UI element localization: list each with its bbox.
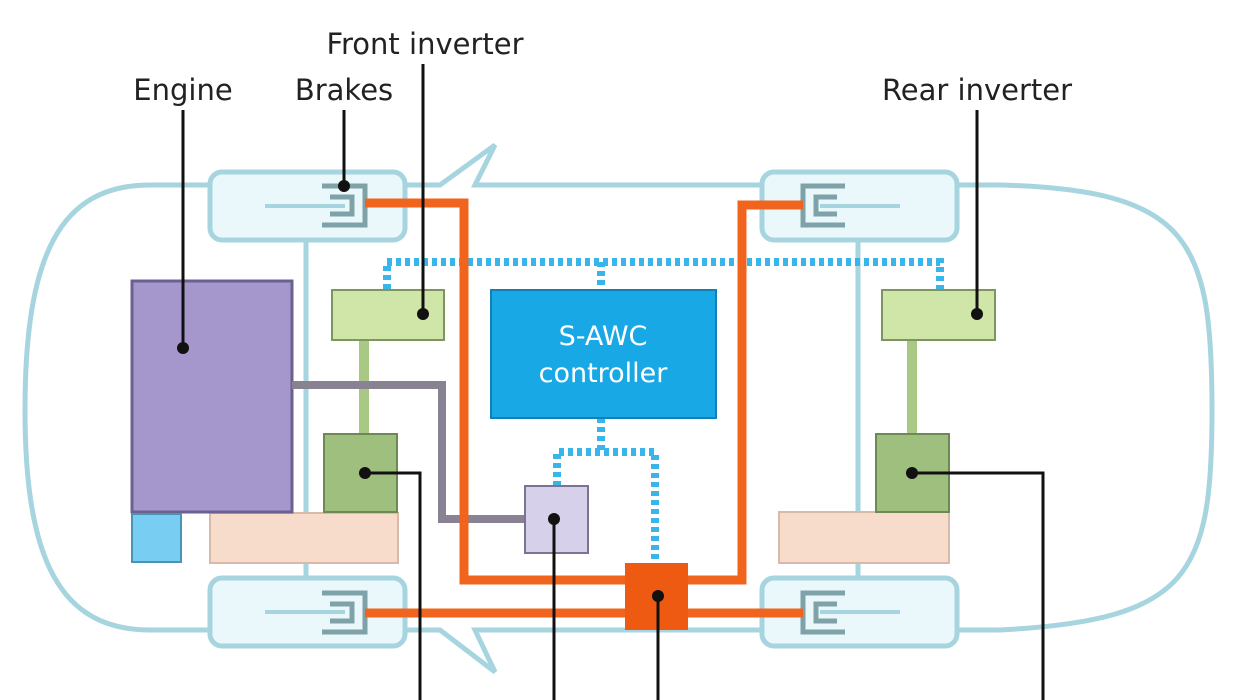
brake-lines bbox=[365, 198, 803, 618]
label-engine: Engine bbox=[133, 73, 232, 107]
car-body-outline bbox=[22, 142, 1215, 674]
label-front-inverter: Front inverter bbox=[326, 27, 523, 61]
label-rear-inverter: Rear inverter bbox=[882, 73, 1072, 107]
leader-dots bbox=[177, 180, 983, 602]
engine-auxiliary-unit bbox=[131, 513, 182, 563]
label-brakes: Brakes bbox=[295, 73, 393, 107]
signal-lines bbox=[383, 258, 944, 564]
front-drive-housing bbox=[209, 512, 399, 564]
rear-drive-housing bbox=[778, 511, 950, 564]
s-awc-controller bbox=[490, 289, 717, 419]
engine-block bbox=[130, 279, 294, 514]
controller-label-line1: S-AWC bbox=[559, 321, 648, 352]
controller-label-line2: controller bbox=[539, 358, 669, 389]
leader-lines bbox=[181, 64, 1045, 700]
engine-drive-line bbox=[292, 381, 525, 523]
